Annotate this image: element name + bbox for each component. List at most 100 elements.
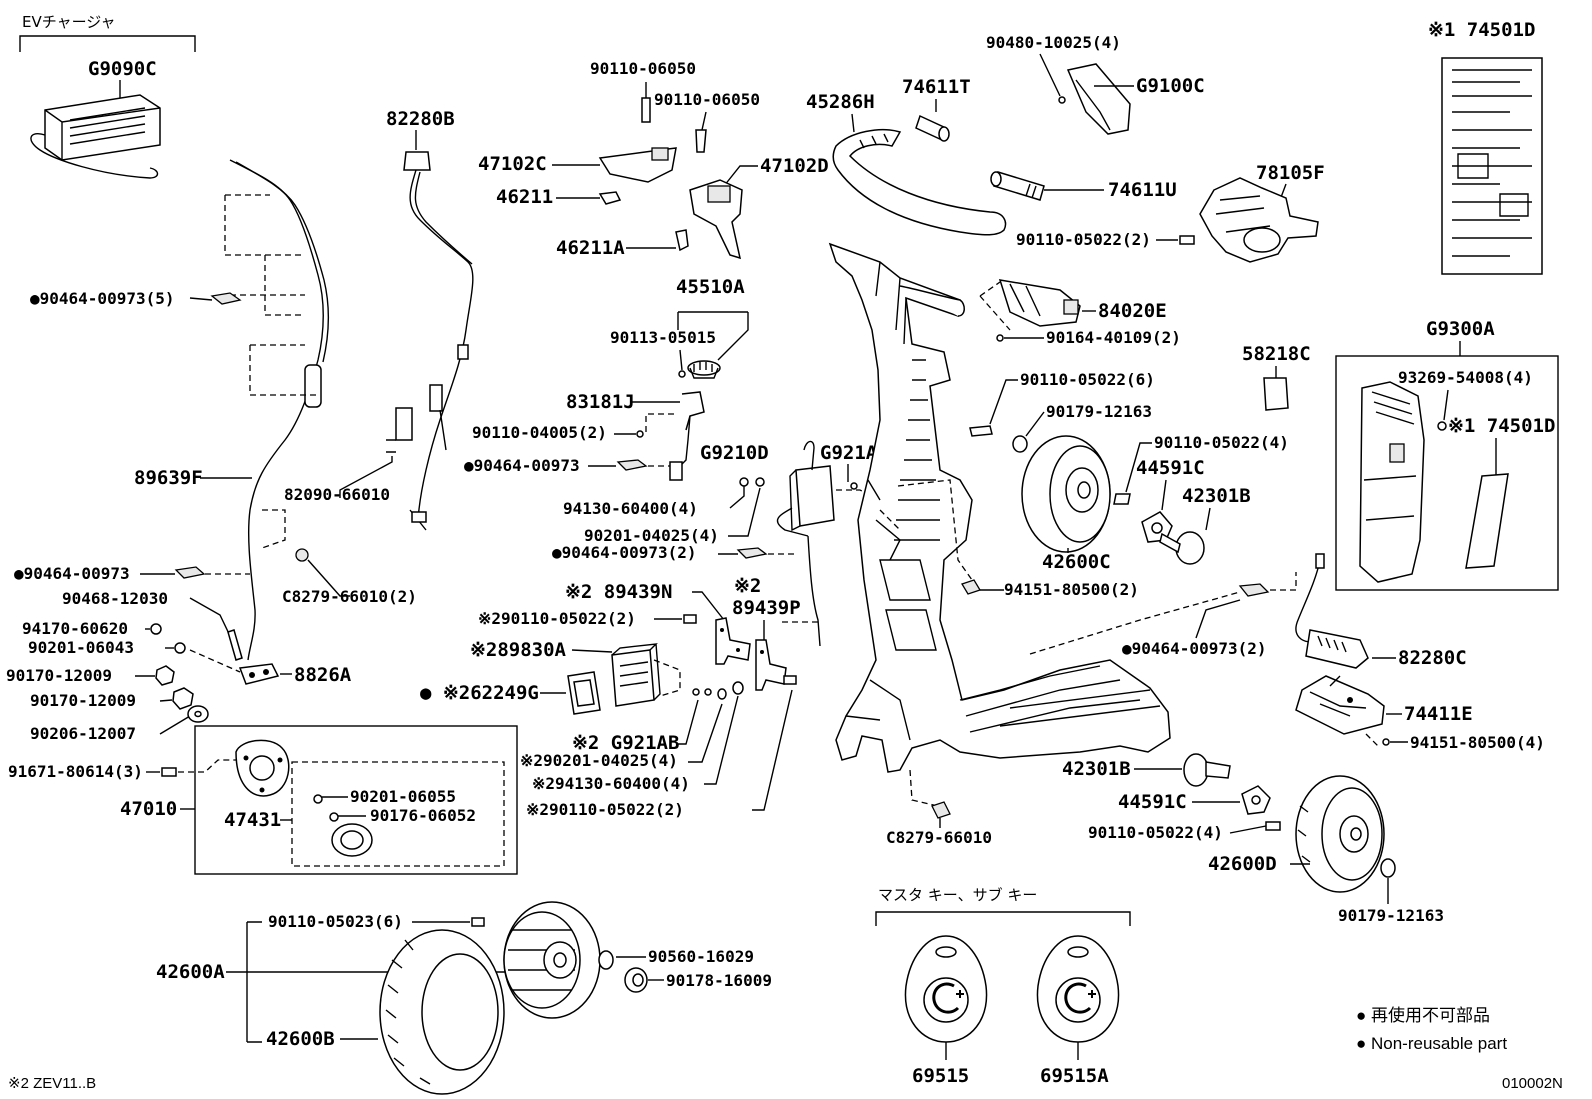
label-82280C[interactable]: 82280C (1398, 647, 1467, 669)
lever-small-screw-part[interactable] (678, 370, 686, 378)
hub-44591C-bottom-part[interactable] (1241, 785, 1271, 815)
wheel-bearing-part[interactable] (624, 967, 648, 993)
switch-screw-part[interactable] (996, 334, 1004, 342)
label-G9100C[interactable]: G9100C (1136, 75, 1205, 97)
caution-label-74501D-part[interactable] (1441, 57, 1543, 275)
label-90110-05022-2a[interactable]: ※290110-05022(2) (478, 609, 636, 628)
label-82280B[interactable]: 82280B (386, 108, 455, 130)
grip-74611T-part[interactable] (915, 114, 950, 142)
wheel-42600D-part[interactable] (1295, 775, 1385, 893)
label-G9300A[interactable]: G9300A (1426, 318, 1495, 340)
wheel-right-bottom-screw-part[interactable] (1265, 821, 1281, 831)
label-44591C-b[interactable]: 44591C (1118, 791, 1187, 813)
label-90201-06055[interactable]: 90201-06055 (350, 787, 456, 806)
label-84020E[interactable]: 84020E (1098, 300, 1167, 322)
handle-45286H-part[interactable] (832, 128, 1007, 236)
label-G921AB[interactable]: G921AB (820, 442, 889, 464)
pad-58218C-part[interactable] (1263, 377, 1289, 411)
switch-83181J-part[interactable] (669, 391, 705, 481)
label-94151-80500-4[interactable]: 94151-80500(4) (1410, 733, 1545, 752)
label-90201-06043[interactable]: 90201-06043 (28, 638, 134, 657)
label-C8279-66010[interactable]: C8279-66010 (886, 828, 992, 847)
lever-47102D-part[interactable] (689, 179, 743, 260)
label-45286H[interactable]: 45286H (806, 91, 875, 113)
label-42301B-b[interactable]: 42301B (1062, 758, 1131, 780)
label-G9090C[interactable]: G9090C (88, 58, 157, 80)
master-key-icon[interactable] (904, 935, 988, 1043)
harness-82280B-part[interactable] (403, 151, 474, 531)
label-90464-00973-b[interactable]: ●90464-00973 (464, 456, 580, 475)
ecu-washer-part[interactable] (755, 477, 765, 487)
label-74611U[interactable]: 74611U (1108, 179, 1177, 201)
cable-clip-part[interactable] (210, 292, 242, 305)
frame-clamp-part[interactable] (931, 801, 951, 819)
label-74501D-box[interactable]: ※1 74501D (1448, 415, 1555, 437)
label-89439N[interactable]: ※2 89439N (565, 581, 672, 603)
label-69515[interactable]: 69515 (912, 1065, 969, 1087)
pin-46211A-part[interactable] (675, 229, 689, 252)
frame-clip-part[interactable] (961, 579, 981, 595)
hub-washer2-part[interactable] (329, 812, 339, 822)
label-90110-05022-4b[interactable]: 90110-05022(4) (1088, 823, 1223, 842)
bracket-89439N-part[interactable] (715, 617, 751, 665)
label-89830A[interactable]: ※289830A (470, 639, 567, 661)
pin-46211-part[interactable] (598, 191, 622, 205)
harness-82280C-part[interactable] (1295, 553, 1369, 669)
grip-74611U-part[interactable] (990, 171, 1045, 201)
bracket-washer2-part[interactable] (732, 681, 744, 695)
wheel-42600A-part[interactable] (503, 901, 601, 1019)
lever-screw3-part[interactable] (636, 430, 644, 438)
label-94130-60400-4b[interactable]: ※294130-60400(4) (532, 774, 690, 793)
label-C8279-66010-2[interactable]: C8279-66010(2) (282, 587, 417, 606)
harness-82280C-clip-part[interactable] (1238, 583, 1270, 597)
bracket-78105F-screw-part[interactable] (1179, 235, 1195, 245)
label-90176-06052[interactable]: 90176-06052 (370, 806, 476, 825)
label-94151-80500-2[interactable]: 94151-80500(2) (1004, 580, 1139, 599)
cover-G9100C-part[interactable] (1066, 63, 1131, 135)
label-90560-16029[interactable]: 90560-16029 (648, 947, 754, 966)
label-90464-00973-5[interactable]: ●90464-00973(5) (30, 289, 175, 308)
pad-62249G-part[interactable] (567, 671, 601, 715)
lever-clip-part[interactable] (616, 459, 648, 471)
frame-screw-part[interactable] (969, 425, 993, 437)
label-90179-12163-a[interactable]: 90179-12163 (1046, 402, 1152, 421)
label-83181J[interactable]: 83181J (566, 391, 635, 413)
mount-clip-part[interactable] (1382, 738, 1390, 746)
label-90113-05015[interactable]: 90113-05015 (610, 328, 716, 347)
bracket-78105F-part[interactable] (1199, 177, 1319, 263)
label-90110-05022-4a[interactable]: 90110-05022(4) (1154, 433, 1289, 452)
hub-bearing-part[interactable] (331, 823, 373, 857)
knob-45510A-part[interactable] (687, 360, 721, 379)
bolt-part[interactable] (227, 629, 243, 661)
label-82090-66010[interactable]: 82090-66010 (284, 485, 390, 504)
ecu-bolt-part[interactable] (850, 482, 858, 490)
panel-G9300A-part[interactable] (1359, 381, 1425, 583)
label-47010[interactable]: 47010 (120, 798, 177, 820)
label-89439P[interactable]: 89439P (732, 597, 801, 619)
label-45510A[interactable]: 45510A (676, 276, 745, 298)
label-90179-12163-b[interactable]: 90179-12163 (1338, 906, 1444, 925)
wheel-washer-part[interactable] (598, 950, 614, 970)
box-screw-part[interactable] (1437, 421, 1447, 431)
axle-42301B-top-part[interactable] (1159, 531, 1205, 565)
label-90170-12009-b[interactable]: 90170-12009 (30, 691, 136, 710)
label-90170-12009-a[interactable]: 90170-12009 (6, 666, 112, 685)
label-8826A[interactable]: 8826A (294, 664, 352, 686)
label-47431[interactable]: 47431 (224, 809, 281, 831)
label-74501D-top[interactable]: ※1 74501D (1428, 19, 1535, 41)
nut-part[interactable] (150, 623, 162, 635)
label-42301B-a[interactable]: 42301B (1182, 485, 1251, 507)
frame-washer-part[interactable] (1012, 435, 1028, 453)
label-G9210D[interactable]: G9210D (700, 442, 769, 464)
label-90468-12030[interactable]: 90468-12030 (62, 589, 168, 608)
label-90206-12007[interactable]: 90206-12007 (30, 724, 136, 743)
nut1-part[interactable] (155, 665, 175, 686)
label-47102C[interactable]: 47102C (478, 153, 547, 175)
label-90201-04025-4[interactable]: 90201-04025(4) (584, 526, 719, 545)
label-74611T[interactable]: 74611T (902, 76, 971, 98)
mount-74411E-part[interactable] (1295, 675, 1385, 735)
label-93269-54008-4[interactable]: 93269-54008(4) (1398, 368, 1533, 387)
bracket-screw-part[interactable] (683, 614, 697, 624)
label-94170-60620[interactable]: 94170-60620 (22, 619, 128, 638)
washer-part[interactable] (174, 642, 186, 654)
